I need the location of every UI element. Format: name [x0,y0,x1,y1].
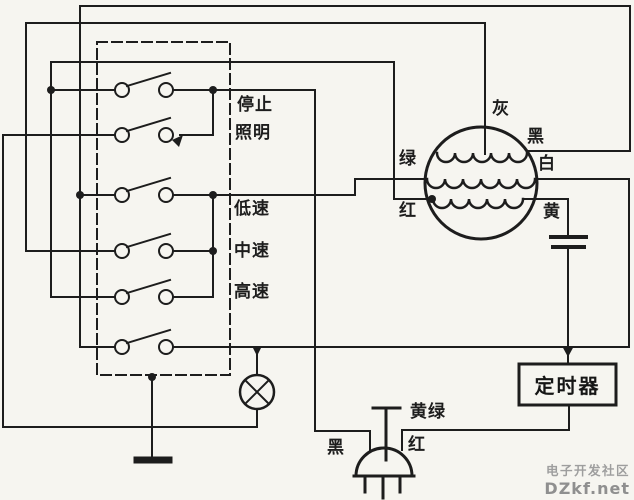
motor-wire-label-white: 白 [538,154,556,174]
switch-high [114,278,174,305]
label-low: 低速 [234,199,270,219]
capacitor-symbol [549,235,588,249]
switch-enclosure-dashed-box [96,41,231,376]
plug-black-label: 黑 [327,438,345,458]
junction-dots [47,86,574,381]
watermark-site: 电子开发社区 [545,463,630,478]
timer-label: 定时器 [534,374,601,398]
ground-symbol [133,376,173,464]
lamp-junction-arrow [252,346,262,356]
motor-wire-label-red: 红 [399,201,417,221]
switch-light-arrow [172,135,183,147]
motor-wire-label-gray: 灰 [492,99,510,119]
motor-wire-label-black: 黑 [527,127,545,147]
plug-red-label: 红 [408,435,426,455]
switch-bank [114,71,183,355]
switch-low [114,176,174,203]
lamp-symbol [238,373,276,411]
plug-dome [354,446,414,478]
switch-stop [114,71,174,98]
motor-wire-label-yellow: 黄 [543,202,561,222]
switch-mid [114,232,174,259]
plug-symbol [352,406,416,500]
winding-middle [425,177,537,190]
label-mid: 中速 [234,241,270,261]
winding-top [435,151,529,164]
label-light: 照明 [235,123,271,143]
watermark: 电子开发社区 DZkf.net [544,460,630,498]
switch-light [114,116,183,147]
wires [2,5,631,451]
winding-bottom [431,197,525,210]
switch-bottom [114,328,174,355]
motor-symbol [423,125,539,241]
label-high: 高速 [234,282,270,302]
label-stop: 停止 [237,95,273,115]
timer-box [517,362,618,407]
plug-earth-label: 黄绿 [410,402,446,422]
watermark-domain: DZkf.net [544,479,630,498]
motor-wire-label-green: 绿 [399,149,417,169]
timer-junction-arrow [562,346,574,357]
